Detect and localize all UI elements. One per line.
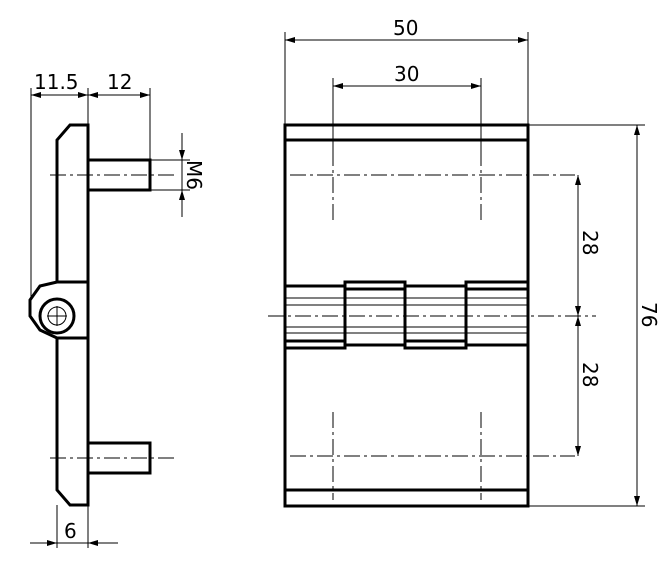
dim28-arrow-3: [575, 316, 581, 326]
dim6-arrow-right: [88, 540, 98, 546]
side-upper-leaf: [55, 123, 90, 284]
dim30-arrow-left: [333, 83, 343, 89]
dim6-arrow-left: [47, 540, 57, 546]
dim28-arrow-2: [575, 306, 581, 316]
dim76-arrow-top: [634, 125, 640, 135]
dim-30-label: 30: [394, 62, 419, 86]
m6-arrow-bottom: [179, 190, 185, 200]
dim28-arrow-4: [575, 446, 581, 456]
side-arrow-4: [140, 92, 150, 98]
dim76-arrow-bottom: [634, 496, 640, 506]
front-view: 50 30 28 28 76: [268, 16, 661, 508]
dim-28-upper-label: 28: [578, 230, 602, 255]
side-lower-leaf: [55, 336, 90, 507]
side-arrow-2: [78, 92, 88, 98]
dim-6-label: 6: [64, 519, 77, 543]
dim-12-label: 12: [107, 70, 132, 94]
dim-11-5-label: 11.5: [34, 70, 79, 94]
dim50-arrow-right: [518, 37, 528, 43]
m6-arrow-top: [179, 150, 185, 160]
side-upper-stud: [86, 158, 152, 192]
side-arrow-1: [31, 92, 41, 98]
front-knuckle: [283, 280, 530, 350]
side-arrow-3: [88, 92, 98, 98]
dim-50-label: 50: [393, 16, 418, 40]
side-pin-outer: [38, 297, 76, 335]
dim-28-lower-label: 28: [578, 362, 602, 387]
dim30-arrow-right: [471, 83, 481, 89]
side-lower-stud: [86, 441, 152, 475]
dim-m6-label: M6: [182, 160, 206, 190]
dim50-arrow-left: [285, 37, 295, 43]
side-view: 11.5 12 M6 6: [28, 70, 206, 548]
dim28-arrow-1: [575, 175, 581, 185]
dim-76-label: 76: [637, 302, 661, 327]
side-knuckle: [28, 280, 90, 340]
